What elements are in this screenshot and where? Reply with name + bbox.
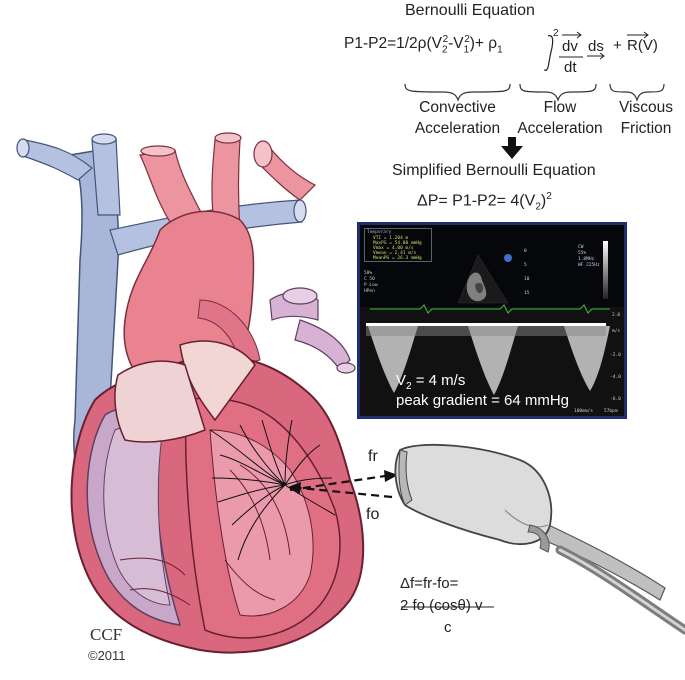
heart-body	[70, 340, 365, 654]
doppler-spectrum	[366, 241, 610, 395]
pulmonary-veins	[269, 287, 356, 374]
equation-mid: -V	[448, 35, 464, 53]
viscous-term: R(V)	[627, 37, 658, 54]
simplified-title: Simplified Bernoulli Equation	[392, 162, 596, 179]
original-frequency-label: fo	[366, 506, 380, 523]
received-frequency-label: fr	[368, 448, 378, 465]
doppler-denominator: c	[444, 619, 452, 636]
credit-copyright: ©2011	[88, 648, 126, 663]
velocity-readout: V2 = 4 m/s	[396, 372, 466, 392]
dt-term: dt	[564, 59, 577, 76]
dv-term: dv	[562, 38, 578, 55]
ultrasound-probe	[394, 443, 685, 635]
integral-upper-limit: 2	[553, 28, 559, 39]
doppler-line1: Δf=fr-fo=	[400, 575, 459, 592]
bernoulli-equation: P1-P2=1/2ρ(V22-V12)+ ρ1	[344, 34, 503, 56]
doppler-shift-equation: Δf=fr-fo= 2 fo (cosθ) v c	[400, 573, 483, 639]
simplified-equation: ΔP= P1-P2= 4(V2)2	[417, 191, 552, 213]
vector-arrows	[401, 31, 649, 608]
flow-streamlines	[209, 419, 336, 561]
equation-right: )+ ρ	[469, 35, 498, 53]
equation-title: Bernoulli Equation	[405, 2, 535, 19]
ds-term: ds	[588, 38, 604, 55]
equation-left: P1-P2=1/2ρ(V	[344, 35, 442, 53]
down-arrow-icon	[501, 137, 523, 159]
echo-doppler-screen: Temporary VTI = 1.204 m MaxPG = 54.80 mm…	[357, 222, 627, 419]
doppler-beams	[288, 470, 398, 499]
credit-org: CCF	[90, 625, 123, 644]
plus-sign: +	[613, 37, 622, 54]
doppler-numerator: 2 fo (cosθ) v	[400, 597, 483, 614]
integral-symbol	[543, 35, 554, 71]
measurement-box: Temporary VTI = 1.204 m MaxPG = 54.80 mm…	[364, 228, 432, 262]
peak-gradient-readout: peak gradient = 64 mmHg	[396, 392, 570, 409]
term-braces	[404, 83, 665, 102]
